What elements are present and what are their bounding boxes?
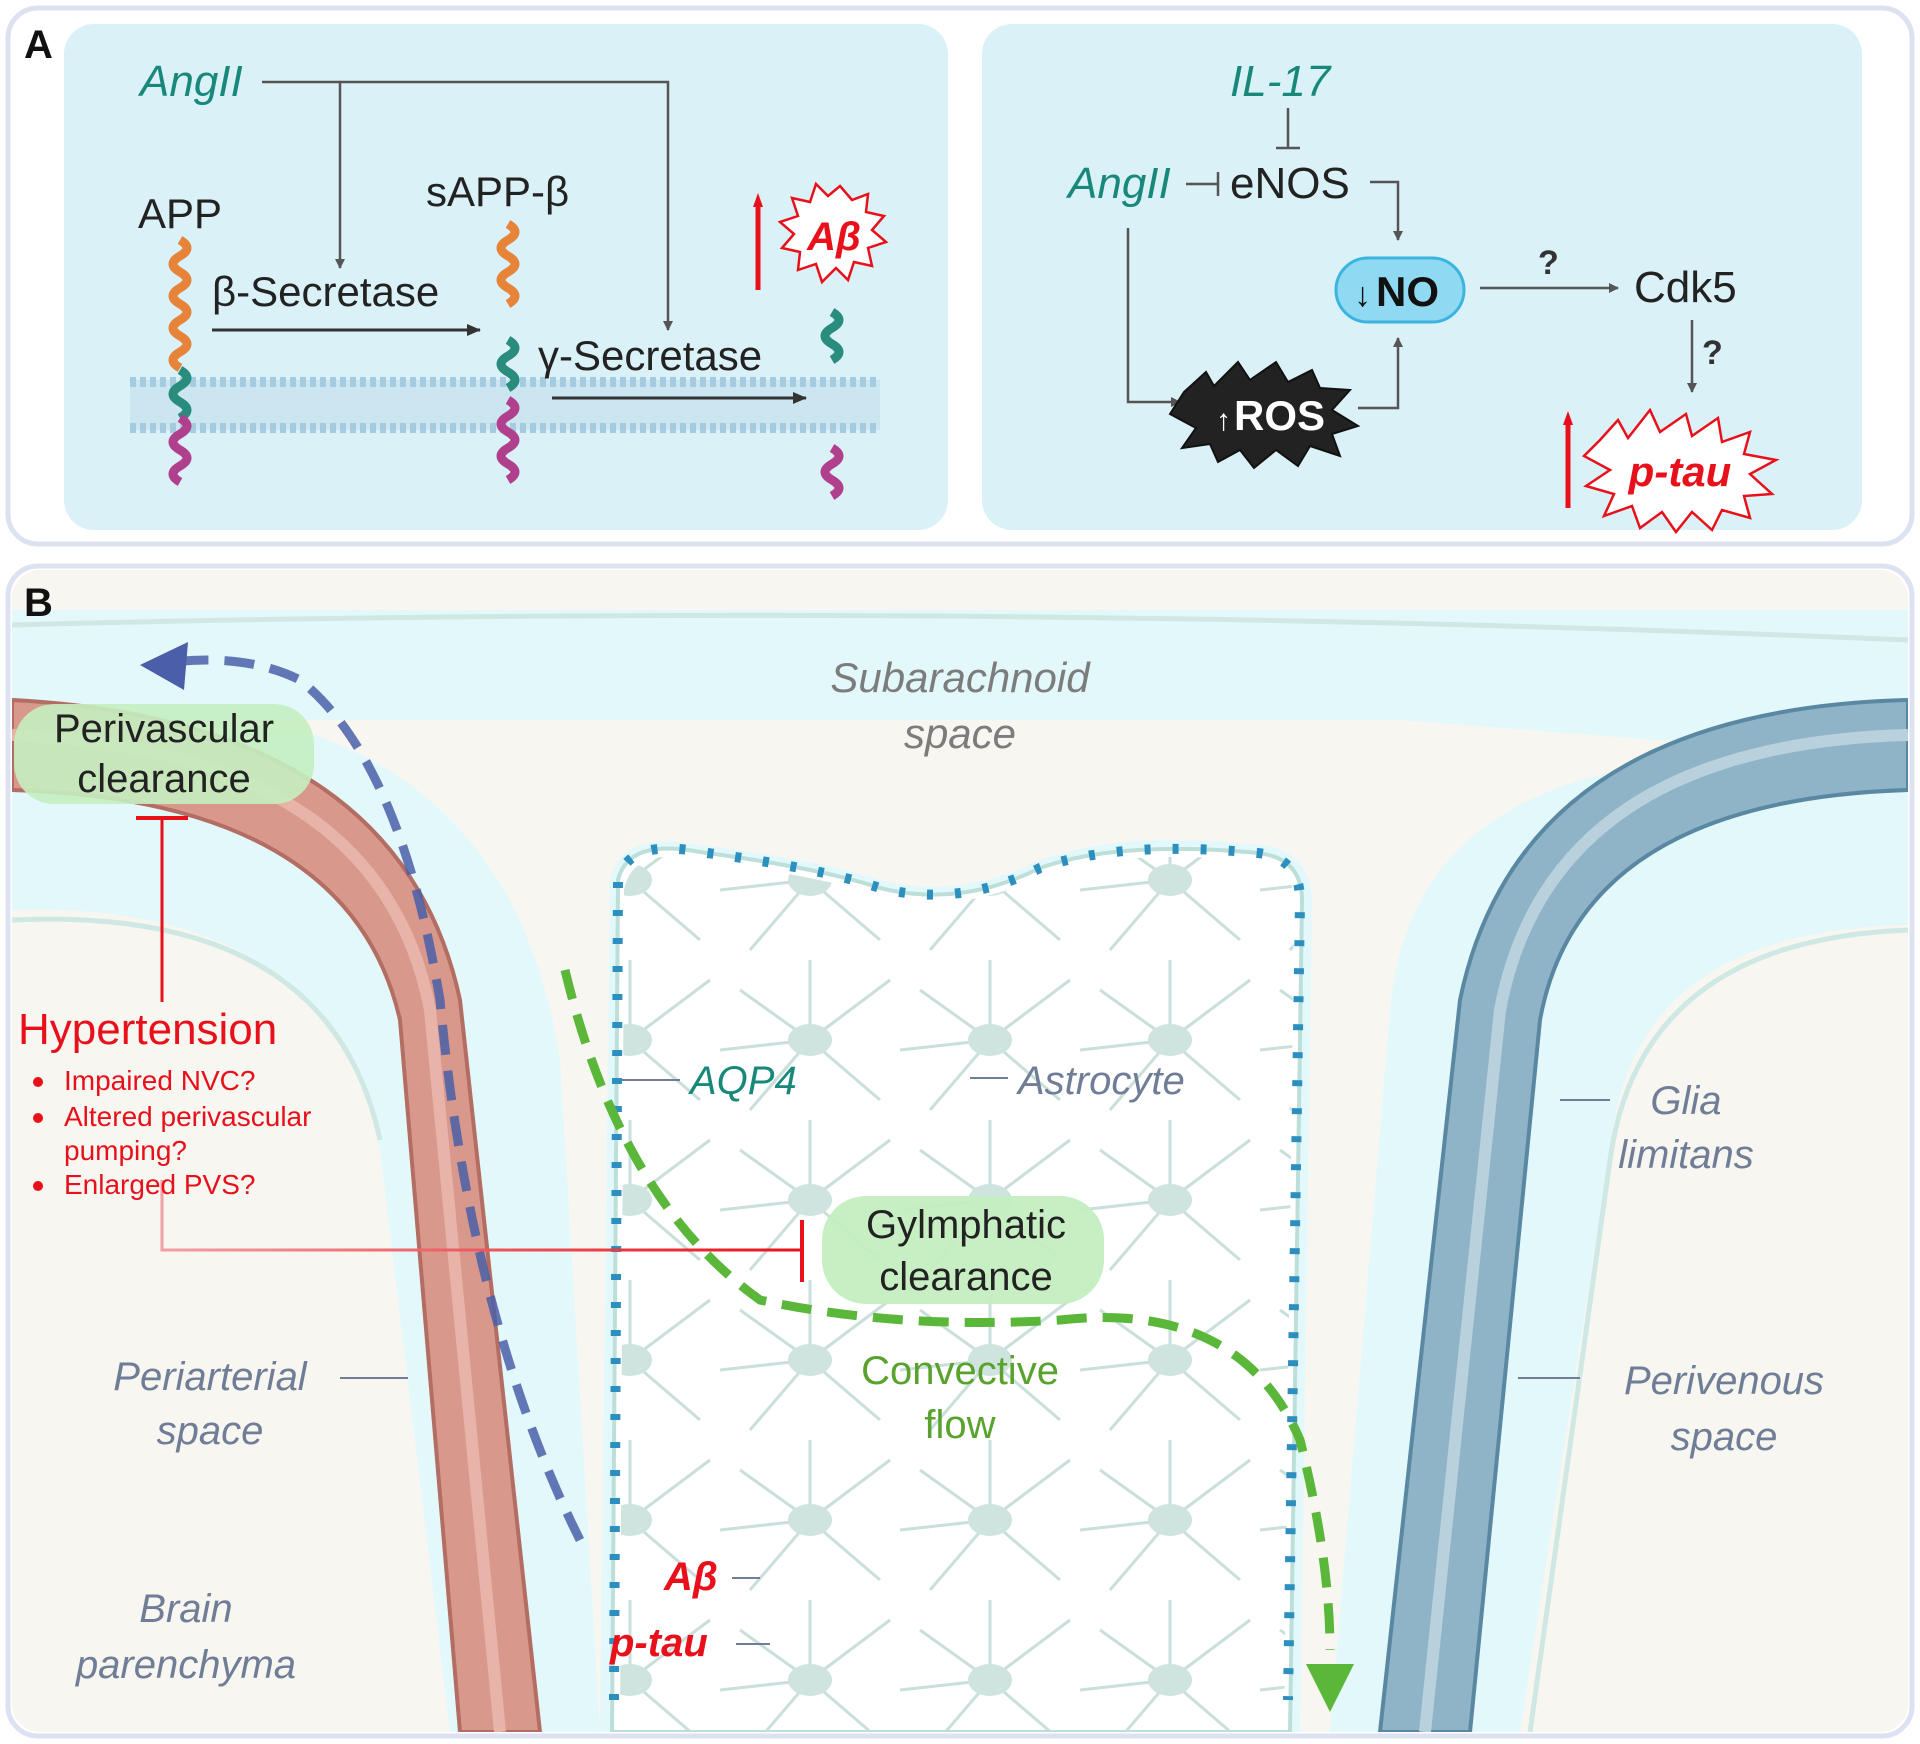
perivascular-clearance-box — [14, 704, 314, 804]
gamma-secretase-label: γ-Secretase — [538, 332, 762, 379]
question-mark-2: ? — [1702, 334, 1723, 372]
perivascular-clearance-line1: Perivascular — [54, 707, 274, 751]
brain-parenchyma-line2: parenchyma — [75, 1643, 296, 1687]
abeta-label-a: Aβ — [806, 215, 861, 259]
hypertension-to-glymphatic-line — [160, 1180, 802, 1252]
enos-label: eNOS — [1230, 159, 1350, 208]
cdk5-label: Cdk5 — [1634, 263, 1737, 312]
hypertension-bullets: Impaired NVC? Altered perivascular pumpi… — [33, 1065, 311, 1200]
angii-to-ros-arrow — [1126, 228, 1181, 407]
no-label: NO — [1376, 268, 1439, 315]
glia-left — [12, 916, 383, 1141]
convective-flow-line1: Convective — [861, 1349, 1059, 1393]
abeta-starburst: Aβ — [777, 181, 889, 285]
app-protein-icon — [168, 236, 192, 486]
no-pill — [1334, 256, 1466, 324]
bullet-dot-1 — [33, 1077, 43, 1087]
bullet-2: Altered perivascular — [64, 1101, 311, 1132]
panel-a-label: A — [24, 23, 53, 67]
convective-flow-line2: flow — [924, 1403, 995, 1447]
bullet-2-cont: pumping? — [64, 1135, 187, 1166]
abeta-label-b: Aβ — [663, 1555, 718, 1599]
hypertension-label: Hypertension — [18, 1005, 277, 1054]
ptau-label-a: p-tau — [1628, 448, 1732, 495]
subarachnoid-label-1: Subarachnoid — [830, 654, 1091, 701]
ros-up-arrow-icon: ↑ — [1216, 404, 1231, 437]
perivascular-flow-path — [149, 655, 585, 1543]
ros-starburst: ↑ ROS — [1168, 360, 1361, 470]
ros-label: ROS — [1234, 392, 1325, 439]
beta-secretase-label: β-Secretase — [212, 268, 439, 315]
vein-lumen — [1419, 729, 1908, 1732]
angii-right: AngII — [1065, 159, 1171, 208]
periarterial-line1: Periarterial — [113, 1355, 308, 1399]
ros-to-no-arrow — [1358, 337, 1403, 410]
sapp-beta-label: sAPP-β — [426, 168, 569, 215]
periarterial-line2: space — [157, 1409, 264, 1453]
glia-limitans-line2: limitans — [1618, 1133, 1754, 1177]
angii-left: AngII — [137, 57, 243, 106]
subarachnoid-space-bg — [12, 610, 1908, 720]
aqp4-label: AQP4 — [688, 1059, 797, 1103]
bullet-dot-2 — [33, 1113, 43, 1123]
sapp-beta-icon — [496, 220, 520, 308]
glymphatic-clearance-line1: Gylmphatic — [866, 1203, 1066, 1247]
ptau-label-b: p-tau — [609, 1621, 708, 1665]
bullet-3: Enlarged PVS? — [64, 1169, 255, 1200]
astrocyte-label: Astrocyte — [1016, 1059, 1185, 1103]
aqp4-channels — [609, 843, 1306, 1701]
convective-flow-arrowhead — [1306, 1664, 1354, 1712]
perivascular-clearance-line2: clearance — [77, 757, 250, 801]
glymphatic-clearance-line2: clearance — [879, 1255, 1052, 1299]
question-mark-1: ? — [1538, 244, 1559, 282]
ptau-starburst: p-tau — [1581, 407, 1780, 535]
perivenous-line1: Perivenous — [1624, 1359, 1824, 1403]
bullet-dot-3 — [33, 1181, 43, 1191]
angii-to-gamma-arrow — [340, 80, 673, 331]
panel-b: Perivascular clearance Hypertension Impa… — [5, 563, 1915, 1739]
convective-flow-path — [560, 968, 1335, 1651]
subarachnoid-label-2: space — [904, 710, 1016, 757]
bullet-1: Impaired NVC? — [64, 1065, 255, 1096]
panel-a: A AngII APP β-Secretase sAPP-β γ-Se — [5, 5, 1915, 547]
abeta-fragment-icon — [820, 308, 844, 500]
enos-to-no-arrow — [1370, 180, 1403, 241]
panel-b-label: B — [24, 581, 53, 625]
no-down-arrow-icon: ↓ — [1354, 276, 1371, 314]
glymphatic-clearance-box — [822, 1196, 1104, 1304]
perivascular-flow-arrowhead — [140, 642, 188, 690]
membrane-top — [12, 612, 1908, 643]
c99-fragment-icon — [496, 336, 520, 484]
app-label: APP — [138, 190, 222, 237]
brain-parenchyma-line1: Brain — [139, 1587, 232, 1631]
il17-label: IL-17 — [1230, 57, 1332, 106]
glia-right — [1527, 927, 1908, 1732]
perivenous-line2: space — [1671, 1415, 1778, 1459]
glia-limitans-line1: Glia — [1650, 1079, 1721, 1123]
